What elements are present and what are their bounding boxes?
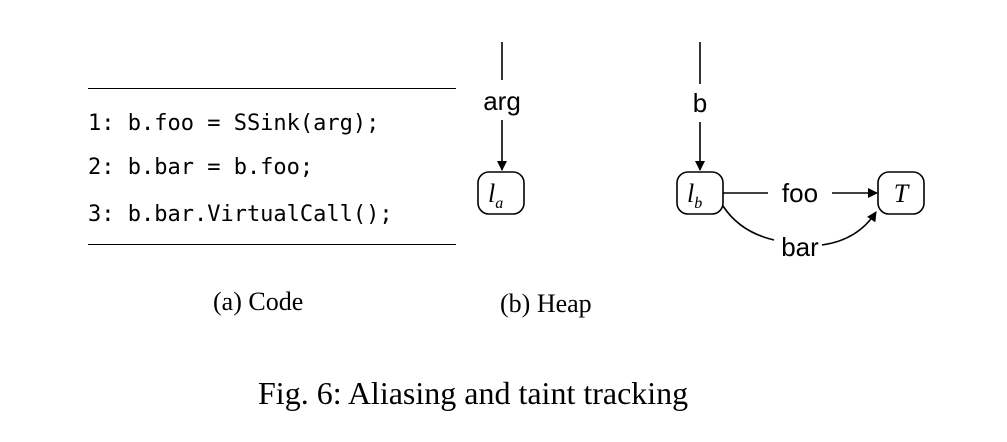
code-line-1: 1: b.foo = SSink(arg); <box>88 111 380 136</box>
subcaption-code: (a) Code <box>213 287 304 316</box>
b-label: b <box>693 88 707 118</box>
bar-label: bar <box>781 232 819 262</box>
subcaption-heap: (b) Heap <box>500 289 592 318</box>
svg-text:lb: lb <box>687 179 702 212</box>
svg-text:la: la <box>488 179 503 212</box>
svg-text:T: T <box>894 179 910 208</box>
bar-edge-arrow <box>821 211 877 246</box>
code-line-3: 3: b.bar.VirtualCall(); <box>88 202 393 227</box>
code-top-rule <box>88 88 456 89</box>
code-bottom-rule <box>88 244 456 245</box>
bar-edge-left <box>722 205 775 241</box>
node-la: la <box>477 171 525 215</box>
node-lb: lb <box>676 171 724 215</box>
code-line-2: 2: b.bar = b.foo; <box>88 155 314 180</box>
arg-label: arg <box>483 86 521 116</box>
foo-label: foo <box>782 178 818 208</box>
figure-caption: Fig. 6: Aliasing and taint tracking <box>258 375 689 411</box>
node-t: T <box>877 171 925 215</box>
